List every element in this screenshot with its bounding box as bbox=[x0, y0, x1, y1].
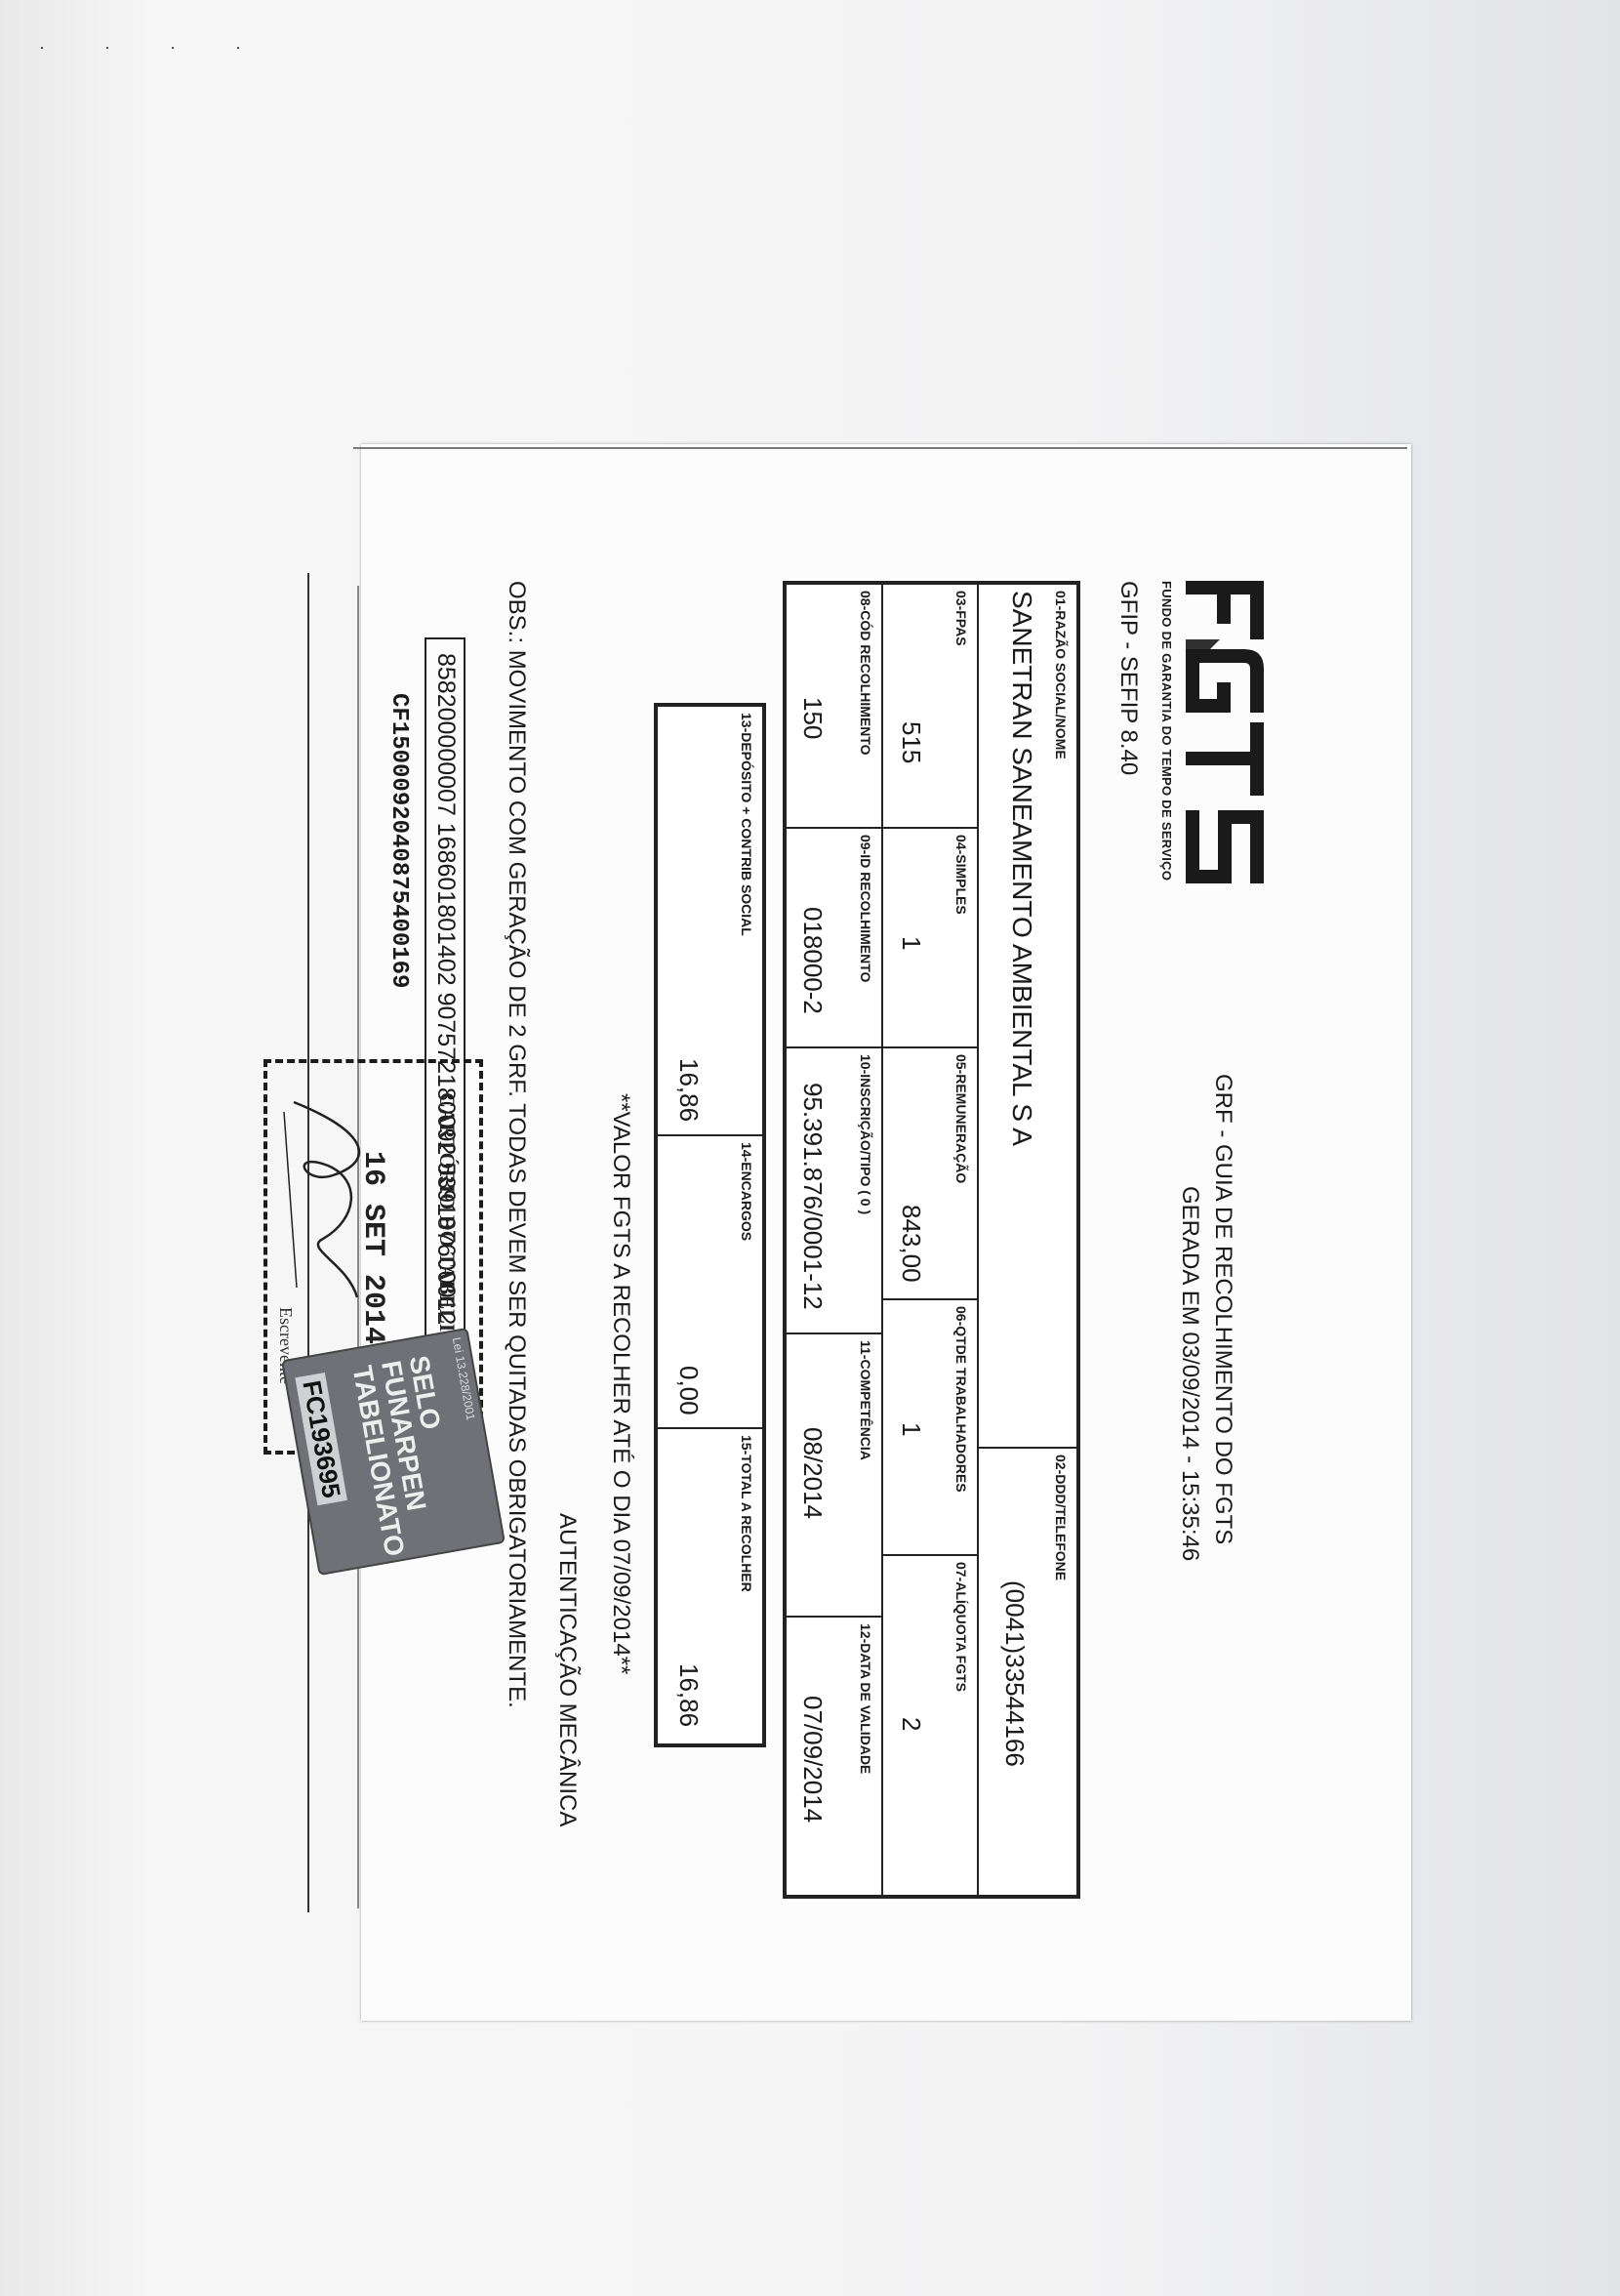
grf-document: FUNDO DE GARANTIA DO TEMPO DE SERVIÇO GF… bbox=[263, 573, 1264, 1912]
fund-name: FUNDO DE GARANTIA DO TEMPO DE SERVIÇO bbox=[1159, 581, 1174, 882]
inscricao-value: 95.391.876/0001-12 bbox=[798, 1083, 828, 1310]
simples-cell: 04-SIMPLES 1 bbox=[882, 828, 978, 1047]
totals-table: 13-DEPÓSITO + CONTRIB SOCIAL 16,86 14-EN… bbox=[654, 703, 766, 1747]
fpas-cell: 03-FPAS 515 bbox=[882, 584, 978, 828]
fgts-logo bbox=[1186, 581, 1264, 883]
aliquota-value: 2 bbox=[897, 1717, 926, 1732]
telefone-cell: 02-DDD/TELEFONE (0041)33544166 bbox=[978, 1448, 1077, 1896]
trabalhadores-value: 1 bbox=[897, 1422, 926, 1437]
cod-recolhimento-value: 150 bbox=[798, 697, 828, 740]
inscricao-cell: 10-INSCRIÇÃO/TIPO ( 0 ) 95.391.876/0001-… bbox=[786, 1047, 882, 1333]
encargos-value: 0,00 bbox=[674, 1366, 704, 1415]
total-cell: 15-TOTAL A RECOLHER 16,86 bbox=[657, 1428, 763, 1744]
telefone-value: (0041)33544166 bbox=[1000, 1580, 1030, 1767]
remuneracao-cell: 05-REMUNERAÇÃO 843,00 bbox=[882, 1047, 978, 1299]
due-date-note: **VALOR FGTS A RECOLHER ATÉ O DIA 07/09/… bbox=[608, 1093, 634, 1675]
data-validade-cell: 12-DATA DE VALIDADE 07/09/2014 bbox=[786, 1617, 882, 1896]
paper-edge-left bbox=[357, 586, 359, 1908]
remuneracao-value: 843,00 bbox=[897, 1205, 926, 1283]
encargos-cell: 14-ENCARGOS 0,00 bbox=[657, 1135, 763, 1428]
seal-title: SELO FUNARPEN TABELIONATO bbox=[346, 1353, 447, 1559]
cf-code-line: CF1500092040875400169 bbox=[385, 693, 412, 989]
aliquota-cell: 07-ALÍQUOTA FGTS 2 bbox=[882, 1555, 978, 1896]
observation: OBS.: MOVIMENTO COM GERAÇÃO DE 2 GRF. TO… bbox=[504, 581, 530, 1708]
competencia-value: 08/2014 bbox=[798, 1427, 828, 1519]
paper-edge-top bbox=[353, 447, 1407, 449]
guide-table: 01-RAZÃO SOCIAL/NOME SANETRAN SANEAMENTO… bbox=[783, 581, 1080, 1899]
mechanical-authentication: AUTENTICAÇÃO MECÂNICA bbox=[554, 1513, 581, 1827]
deposito-cell: 13-DEPÓSITO + CONTRIB SOCIAL 16,86 bbox=[657, 706, 763, 1135]
system-version: GFIP - SEFIP 8.40 bbox=[1115, 581, 1142, 776]
seal-code: FC193695 bbox=[295, 1372, 348, 1506]
razao-social-cell: 01-RAZÃO SOCIAL/NOME SANETRAN SANEAMENTO… bbox=[978, 584, 1077, 1448]
competencia-cell: 11-COMPETÊNCIA 08/2014 bbox=[786, 1333, 882, 1617]
scan-specks: · · · · bbox=[39, 37, 268, 57]
fpas-value: 515 bbox=[897, 721, 926, 764]
total-value: 16,86 bbox=[674, 1663, 704, 1728]
simples-value: 1 bbox=[897, 936, 926, 951]
trabalhadores-cell: 06-QTDE TRABALHADORES 1 bbox=[882, 1299, 978, 1555]
id-recolhimento-value: 018000-2 bbox=[798, 907, 828, 1014]
cod-recolhimento-cell: 08-CÓD RECOLHIMENTO 150 bbox=[786, 584, 882, 828]
notary-stamp: CARTÓRIO DO TABELIONATO 16 SET 2014 Escr… bbox=[263, 1059, 483, 1455]
generated-date: GERADA EM 03/09/2014 - 15:35:46 bbox=[1177, 1186, 1203, 1562]
deposito-value: 16,86 bbox=[674, 1058, 704, 1123]
razao-social-value: SANETRAN SANEAMENTO AMBIENTAL S A bbox=[1007, 591, 1037, 1146]
signature bbox=[283, 1100, 361, 1298]
funarpen-seal: Lei 13.228/2001 SELO FUNARPEN TABELIONAT… bbox=[281, 1327, 506, 1577]
id-recolhimento-cell: 09-ID RECOLHIMENTO 018000-2 bbox=[786, 828, 882, 1047]
data-validade-value: 07/09/2014 bbox=[798, 1696, 828, 1824]
document-title: GRF - GUIA DE RECOLHIMENTO DO FGTS bbox=[1210, 1074, 1236, 1545]
